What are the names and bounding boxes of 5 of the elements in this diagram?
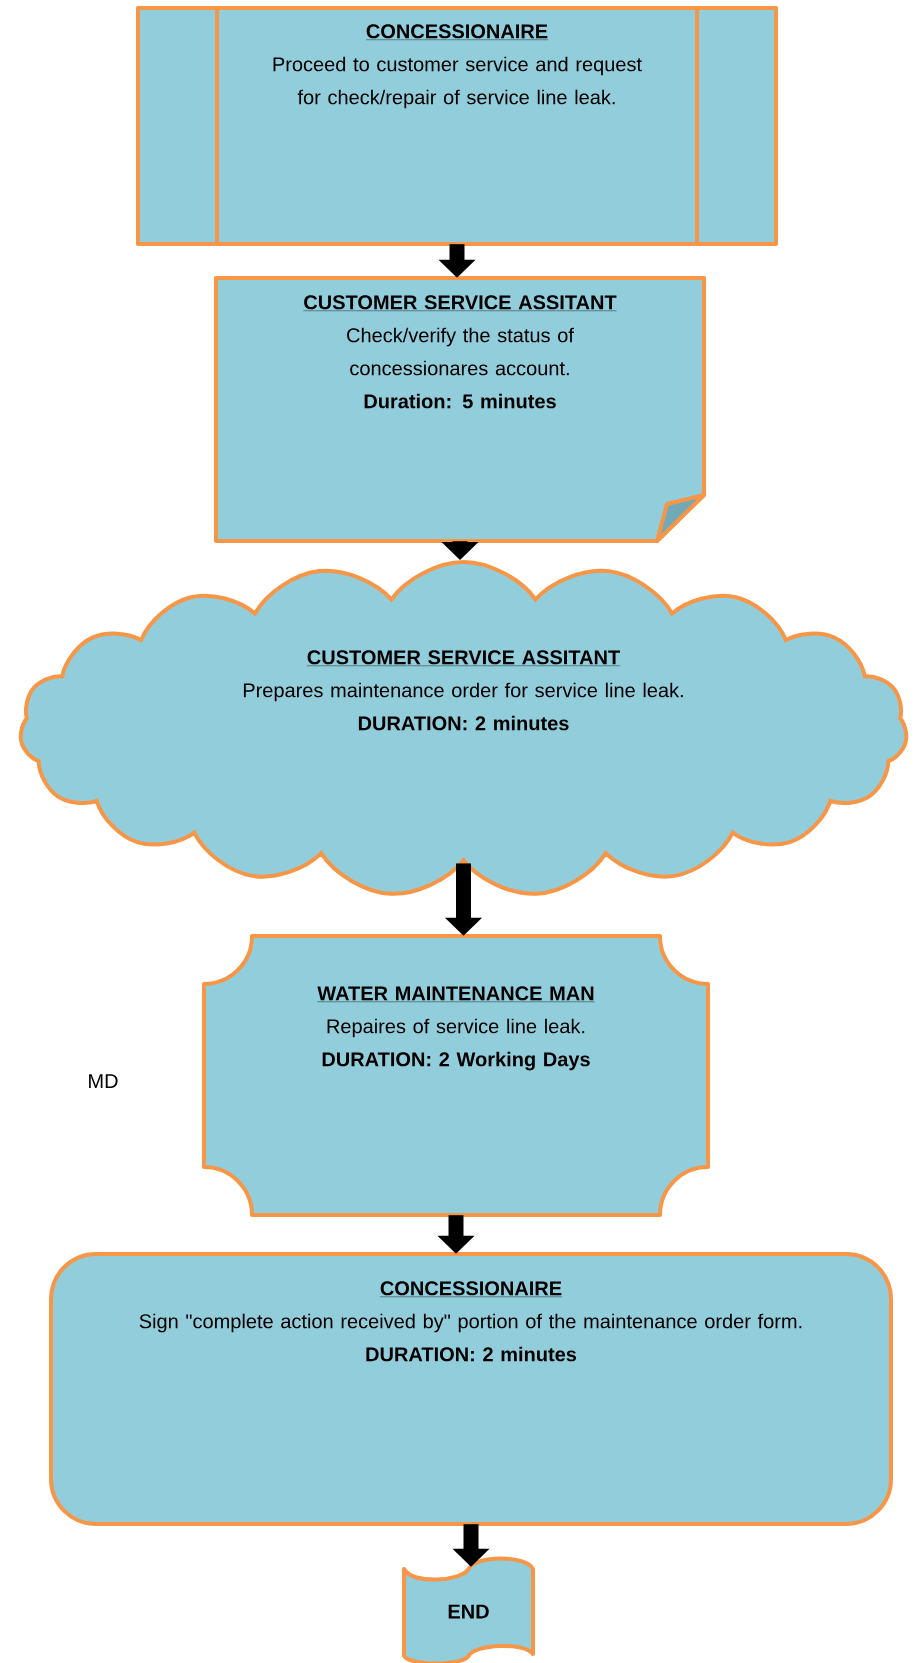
process-box: WATER MAINTENANCE MAN Repaires of service line leak. DURATION: 2 Working Days — [202, 934, 710, 1217]
process-box: CONCESSIONAIRE Proceed to customer service and request for check/repair of service line leak. — [136, 6, 778, 246]
note-box: CUSTOMER SERVICE ASSITANT Check/verify the status of concessionares account. Duration: 5 minutes — [214, 276, 706, 543]
process-box: CONCESSIONAIRE Sign "complete action received by" portion of the maintenance order form. DURATION: 2 minutes — [49, 1252, 893, 1526]
note-label: MD — [89, 1074, 118, 1088]
